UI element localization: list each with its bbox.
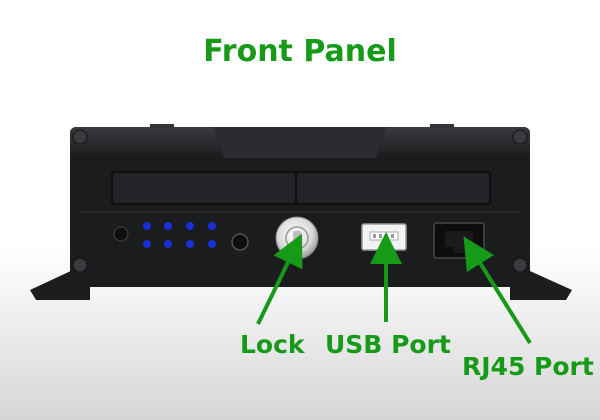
ir-receiver [113, 226, 129, 242]
corner-screws [72, 129, 528, 273]
heatsink-fins [150, 124, 454, 128]
usb-port-label: USB Port [325, 330, 451, 359]
device-body [70, 127, 530, 287]
rj45-arrow [463, 236, 532, 345]
top-ridge [214, 127, 386, 158]
lock-arrow [256, 233, 303, 325]
storage-slot-door [111, 171, 491, 205]
lock-label: Lock [240, 330, 305, 359]
page-title: Front Panel [203, 34, 397, 69]
status-leds [143, 222, 216, 248]
audio-jack [231, 233, 249, 251]
rj45-port-label: RJ45 Port [462, 352, 594, 381]
